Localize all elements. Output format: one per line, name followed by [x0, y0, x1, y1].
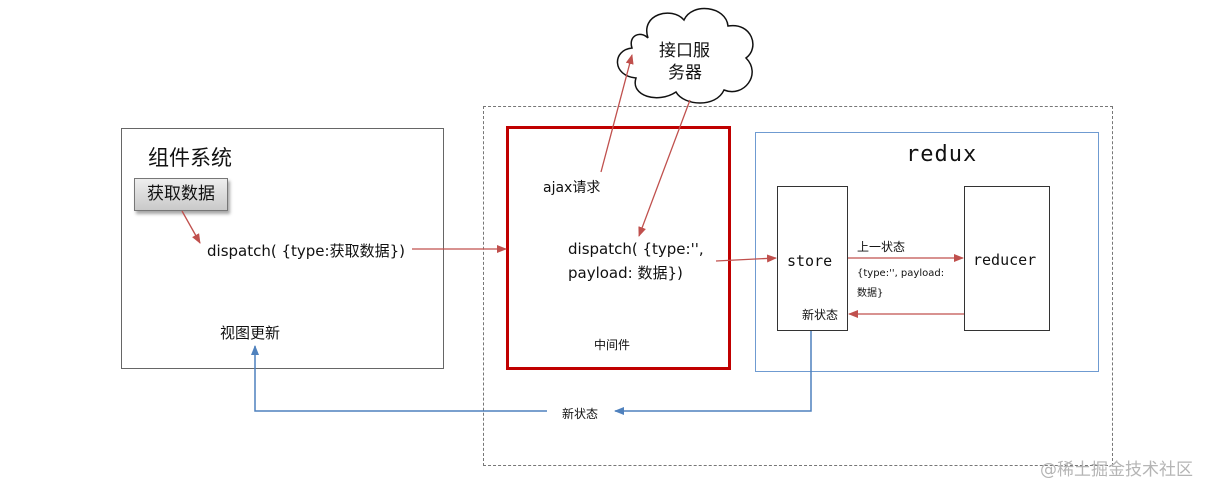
- action-payload-line2: 数据}: [857, 288, 884, 299]
- store-box: [777, 186, 848, 331]
- server-label-line1: 接口服: [659, 41, 710, 61]
- previous-state-label: 上一状态: [857, 240, 906, 254]
- server-label-line2: 务器: [668, 63, 702, 83]
- new-state-inner-label: 新状态: [802, 308, 839, 322]
- middleware-dispatch-line1: dispatch( {type:'',: [568, 240, 704, 258]
- redux-title: redux: [906, 142, 978, 167]
- server-cloud: [616, 7, 754, 104]
- outer-dashed-container: [483, 106, 1113, 466]
- store-label: store: [787, 252, 833, 270]
- fetch-data-button[interactable]: 获取数据: [134, 178, 228, 211]
- arrow-ajax-to-server: [600, 54, 634, 173]
- arrow-store-to-new-state: [614, 331, 812, 415]
- arrow-button-to-dispatch: [181, 210, 201, 244]
- reducer-box: [964, 186, 1050, 331]
- ajax-request-label: ajax请求: [543, 180, 601, 196]
- arrow-server-to-dispatch: [638, 99, 691, 237]
- dispatch-action-text: dispatch( {type:获取数据}): [207, 242, 405, 260]
- action-payload-line1: {type:'', payload:: [857, 268, 945, 279]
- middleware-label: 中间件: [594, 338, 631, 352]
- watermark: @稀土掘金技术社区: [1040, 460, 1193, 480]
- middleware-dispatch-line2: payload: 数据}): [568, 264, 683, 282]
- middleware-box: [506, 126, 731, 370]
- reducer-label: reducer: [973, 251, 1037, 269]
- component-system-title: 组件系统: [148, 146, 232, 170]
- arrow-middleware-to-store: [715, 254, 777, 263]
- view-update-label: 视图更新: [220, 324, 281, 342]
- arrow-new-state-to-view: [251, 345, 547, 412]
- redux-box: [755, 132, 1099, 372]
- new-state-bottom-label: 新状态: [562, 407, 599, 421]
